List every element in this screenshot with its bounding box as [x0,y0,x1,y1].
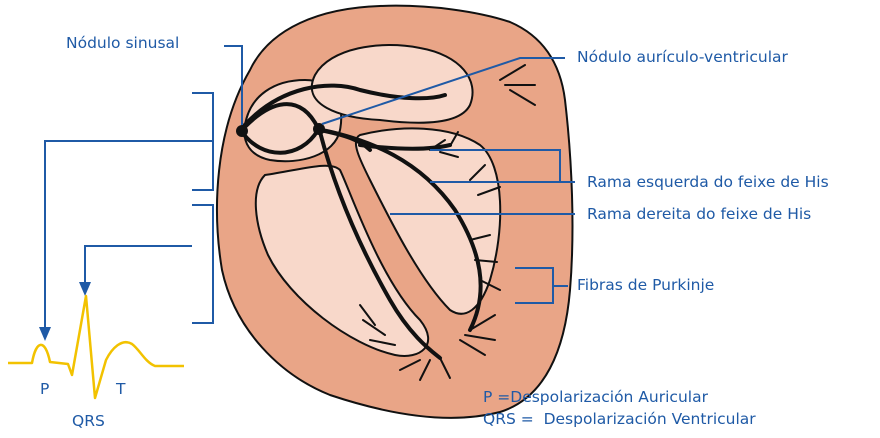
label-sinus-node: Nódulo sinusal [66,34,179,52]
label-left-bundle: Rama esquerda do feixe de His [587,173,829,191]
label-purkinje: Fibras de Purkinje [577,276,714,294]
legend-qrs: QRS = Despolarización Ventricular [483,410,756,428]
av-node-dot [313,123,325,135]
ecg-trace [8,296,184,398]
arrow-head-qrs [79,282,91,296]
label-av-node: Nódulo aurículo-ventricular [577,48,788,66]
arrow-line-ventricles [85,246,192,284]
legend-p: P =Despolarización Auricular [483,388,708,406]
arrow-head-p [39,327,51,341]
label-right-bundle: Rama dereita do feixe de His [587,205,811,223]
ecg-label-qrs: QRS [72,412,105,430]
ecg-label-t: T [116,380,125,398]
ecg-label-p: P [40,380,49,398]
sinus-node-dot [236,125,248,137]
bracket-ventricles [192,205,213,323]
arrow-line-atria [45,141,213,327]
